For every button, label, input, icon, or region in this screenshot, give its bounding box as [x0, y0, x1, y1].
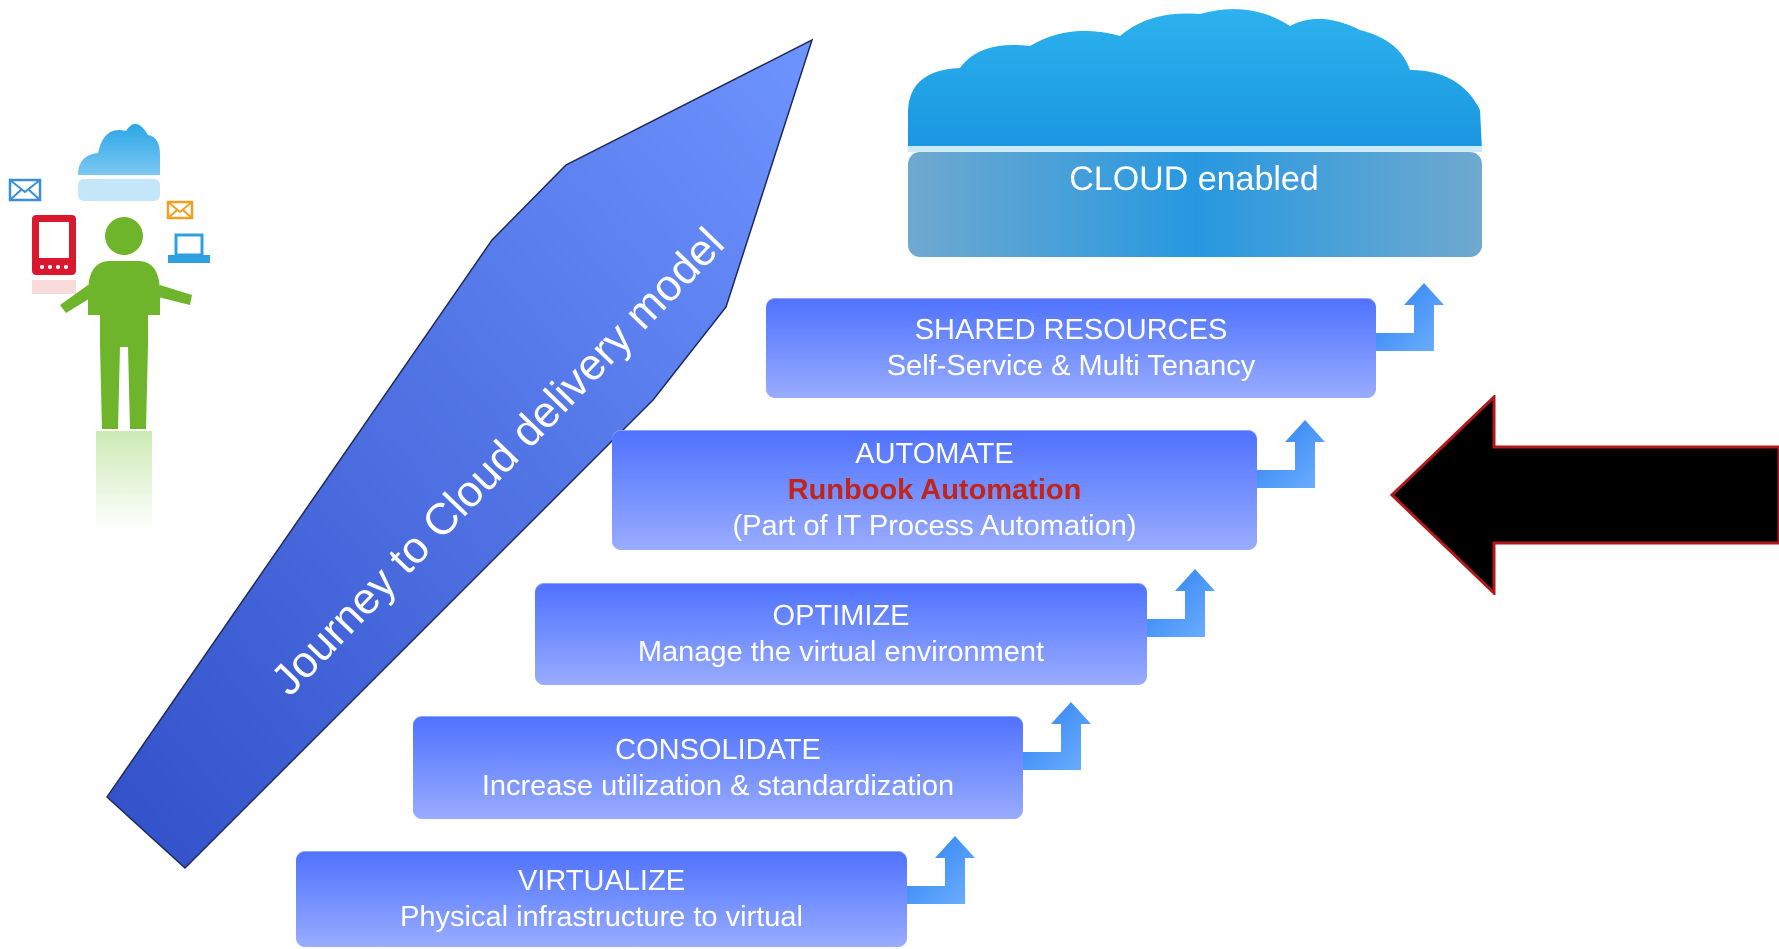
step-subtitle: Physical infrastructure to virtual: [400, 901, 803, 933]
step-title: OPTIMIZE: [772, 600, 910, 632]
step-title: CONSOLIDATE: [615, 733, 821, 766]
step-title: VIRTUALIZE: [517, 865, 686, 897]
step-optimize: OPTIMIZE Manage the virtual environment: [535, 583, 1147, 685]
up-arrow-icon: [907, 836, 975, 904]
person-icon: [60, 217, 192, 531]
step-subtitle: (Part of IT Process Automation): [732, 510, 1137, 542]
step-subtitle: Manage the virtual environment: [637, 636, 1045, 668]
tablet-icon: [32, 215, 76, 294]
up-arrow-icon: [1257, 420, 1325, 488]
step-shared-resources: SHARED RESOURCES Self-Service & Multi Te…: [766, 298, 1376, 398]
step-title: SHARED RESOURCES: [914, 314, 1228, 346]
step-automate: AUTOMATE Runbook Automation (Part of IT …: [612, 430, 1257, 550]
step-subtitle: Increase utilization & standardization: [481, 769, 955, 802]
cloud-shape: [908, 9, 1482, 257]
pointer-arrow-icon: [1390, 395, 1779, 595]
up-arrow-icon: [1376, 283, 1444, 351]
journey-arrow: [106, 38, 814, 870]
person-illustration: [8, 123, 210, 531]
envelope-icon: [166, 200, 194, 220]
step-subtitle: Self-Service & Multi Tenancy: [886, 350, 1256, 382]
small-cloud-icon: [78, 123, 160, 201]
laptop-icon: [168, 233, 210, 263]
up-arrow-icon: [1147, 569, 1215, 637]
step-consolidate: CONSOLIDATE Increase utilization & stand…: [413, 716, 1023, 819]
step-title: AUTOMATE: [855, 438, 1014, 470]
step-virtualize: VIRTUALIZE Physical infrastructure to vi…: [296, 851, 907, 947]
up-arrow-icon: [1023, 702, 1091, 770]
step-highlight: Runbook Automation: [787, 474, 1082, 506]
cloud-label: CLOUD enabled: [1069, 160, 1319, 198]
envelope-icon: [8, 178, 42, 202]
